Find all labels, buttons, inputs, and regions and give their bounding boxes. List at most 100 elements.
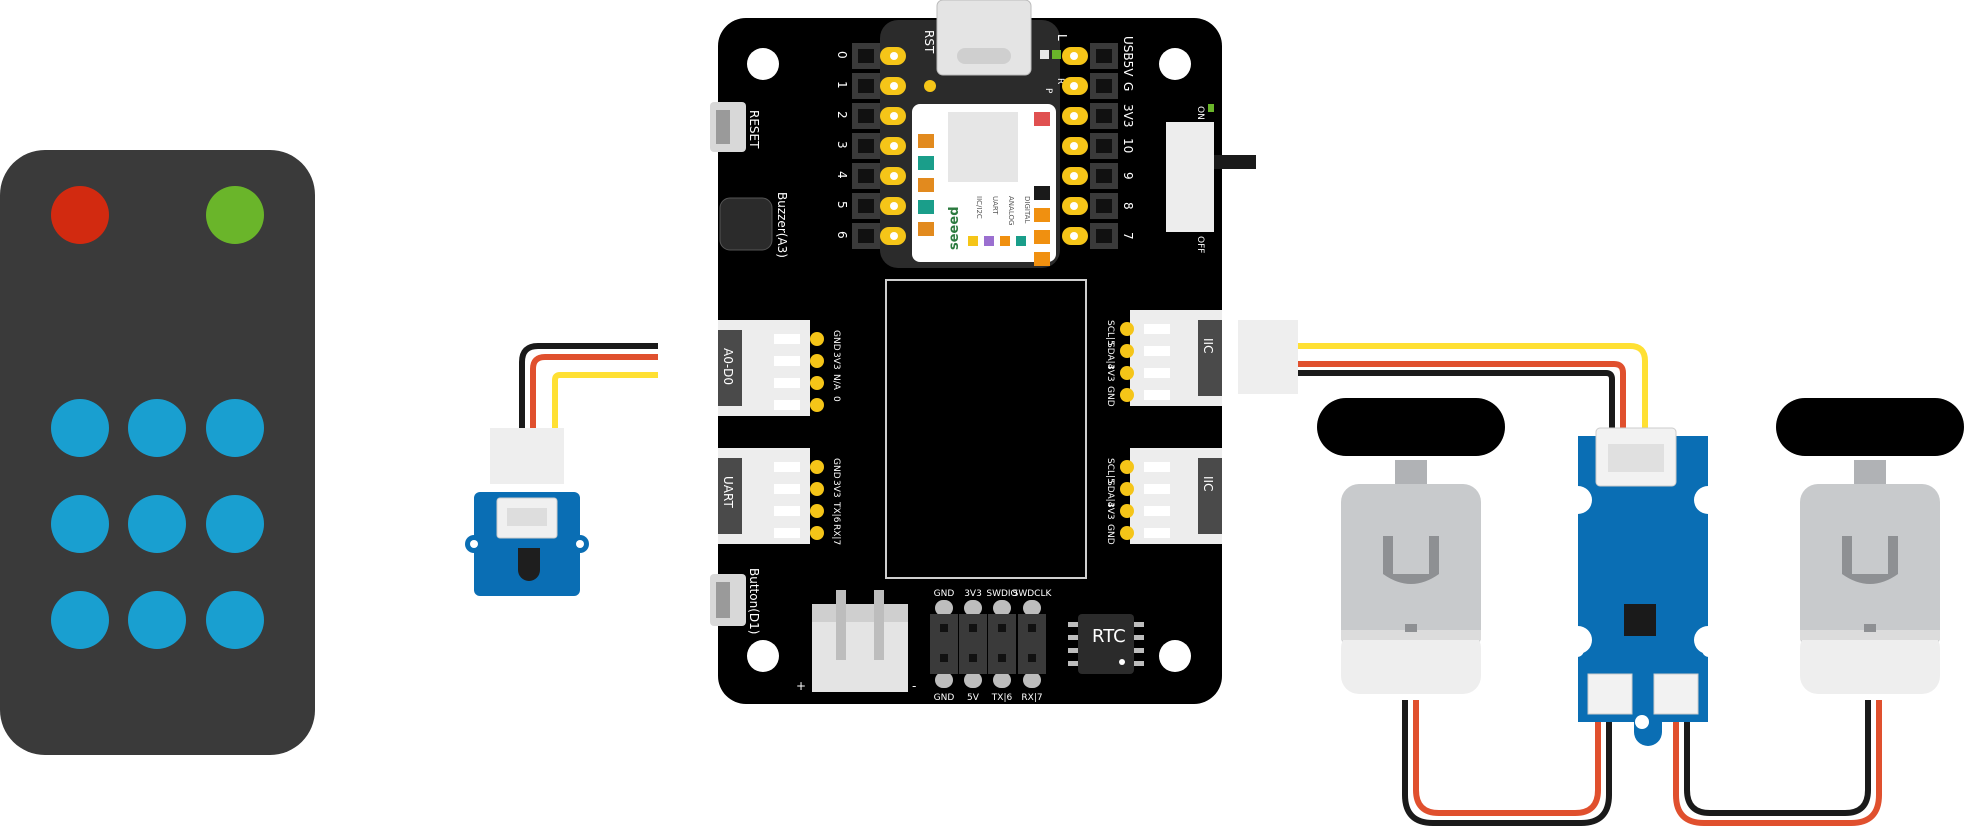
pin-pad-hole [890,232,898,240]
swd-hole [1028,654,1036,662]
motor-endcap-seam [1800,630,1940,640]
mount-hole-tl [747,48,779,80]
driver-hole-tl [1570,493,1584,507]
chip-pin-mark [918,200,934,214]
xiao-red-pad [1034,112,1050,126]
motor-wheel-hub [1776,398,1964,456]
wire-red-left [530,354,658,430]
rst-pad[interactable] [924,80,936,92]
swd-hole [940,624,948,632]
header-hole [1096,109,1112,123]
chip-pin-mark [918,156,934,170]
driver-hole-br [1702,643,1716,657]
swd-pin-pad [993,672,1011,688]
swd-pin-pad [1023,600,1041,616]
swd-top-label: 3V3 [964,589,982,599]
remote-key-button [206,495,264,553]
header-hole [1096,169,1112,183]
pin-pad-hole [890,142,898,150]
swd-hole [969,654,977,662]
ir-receiver-component [518,548,540,581]
header-hole [858,109,874,123]
left-pin-number: 0 [835,51,849,59]
wire-black-left [519,343,658,430]
chip-legend-label: DIGITAL [1023,196,1031,223]
pin-pad-hole [1070,202,1078,210]
wire-yellow-right [1298,343,1648,432]
grove-pin-slot [1144,506,1170,516]
rtc-dot [1119,659,1125,665]
right-pin-label: USB5V [1121,36,1135,77]
power-switch[interactable] [1166,122,1214,232]
grove-pin-slot [774,506,800,516]
pin-pad-hole [890,82,898,90]
grove-pin-pad [1120,366,1134,380]
grove-pin-pad [810,398,824,412]
grove-pin-label: TX|6 [831,501,841,523]
header-hole [858,169,874,183]
usb-c-inner [957,48,1011,64]
grove-pin-label: N/A [831,374,841,391]
grove-port-name: A0-D0 [721,348,735,385]
swd-pin-pad [935,672,953,688]
wire-motor1-red [1413,700,1601,816]
rtc-legs [1068,622,1144,666]
buzzer [719,197,773,251]
chip-pin-mark [918,178,934,192]
swd-hole [998,624,1006,632]
motor-endcap-seam [1341,630,1481,640]
grove-pin-slot [1144,346,1170,356]
grove-pin-pad [1120,482,1134,496]
header-hole [858,49,874,63]
grove-pin-pad [810,332,824,346]
chip-pin-mark [1034,252,1050,266]
chip-legend-swatch [984,236,994,246]
dc-motors [1317,398,1964,694]
grove-pin-pad [1120,526,1134,540]
left-pin-number: 5 [835,201,849,209]
left-pin-number: 1 [835,81,849,89]
wire-motor2-red [1673,700,1882,826]
grove-ports: A0-D0GND3V3N/A0UARTGND3V3TX|6RX|7IICSCL|… [718,310,1222,545]
remote-key-button [206,399,264,457]
chip-pin-mark [918,134,934,148]
grove-pin-pad [1120,460,1134,474]
rtc-leg [1068,648,1078,653]
grove-pin-pad [810,460,824,474]
right-pin-label: 3V3 [1121,104,1135,127]
battery-connector: + - [796,590,916,693]
grove-socket-latch [718,458,742,534]
swd-hole [940,654,948,662]
header-hole [1096,139,1112,153]
right-pin-label: 7 [1121,232,1135,240]
grove-pin-label: SCL|5 [1105,458,1115,484]
grove-socket-latch [1198,458,1222,534]
reset-button-cap [716,110,730,144]
grove-pin-slot [1144,390,1170,400]
grove-motor-driver [1570,427,1716,746]
grove-pin-label: SDA|4 [1105,342,1115,370]
left-pin-number: 6 [835,231,849,239]
motor-wheel-hub [1317,398,1505,456]
led-r-label: R [1055,78,1065,84]
pin-pad-hole [1070,52,1078,60]
pin-pad-hole [890,112,898,120]
wire-black-right [1298,370,1615,432]
grove-ir-receiver [465,428,589,596]
display-area [885,279,1087,579]
grove-pin-label: GND [831,330,841,351]
rtc-body [1078,614,1134,674]
rtc-leg [1134,622,1144,627]
led-p-label: P [1043,88,1053,94]
header-hole [1096,79,1112,93]
grove-pin-label: 3V3 [1105,364,1115,382]
header-hole [1096,49,1112,63]
status-leds: P L R [1040,34,1069,94]
plus-label: + [796,679,806,693]
rtc-label: RTC [1092,626,1126,647]
sensor-hole-left [470,540,478,548]
driver-pcb [1578,436,1708,746]
mount-hole-br [1159,640,1191,672]
switch-on-label: ON [1195,106,1205,120]
